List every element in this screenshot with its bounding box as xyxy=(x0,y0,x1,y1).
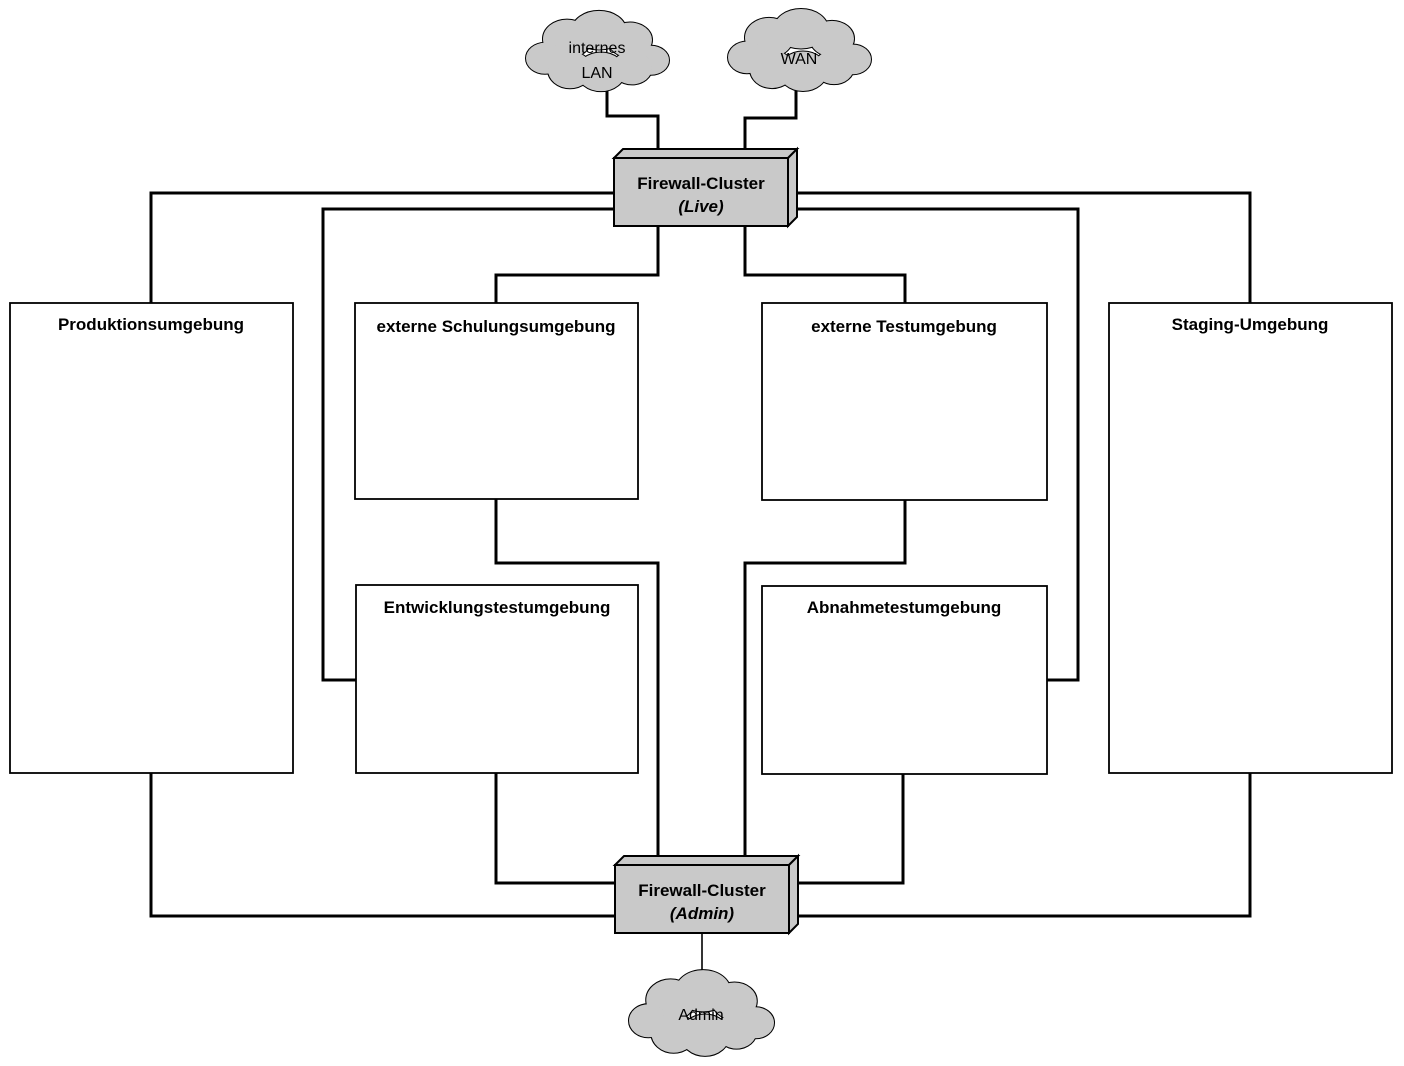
fw-live-title: Firewall-Cluster xyxy=(637,174,765,193)
link-abnahme-to-fw-admin xyxy=(795,774,905,885)
lan-cloud-shape xyxy=(525,9,670,93)
link-fw-live-to-schulung xyxy=(494,222,660,303)
fw-admin-subtitle: (Admin) xyxy=(670,904,735,923)
link-staging-to-fw-admin xyxy=(795,773,1252,918)
connectors xyxy=(149,88,1252,972)
fw-admin-title: Firewall-Cluster xyxy=(638,881,766,900)
env-title-produktion: Produktionsumgebung xyxy=(58,315,244,334)
env-title-staging: Staging-Umgebung xyxy=(1172,315,1329,334)
env-box-schulung xyxy=(354,302,639,500)
lan-cloud-label-line2: LAN xyxy=(581,65,612,82)
cloud-admin: Admin xyxy=(628,969,776,1057)
env-box-test xyxy=(761,302,1048,501)
env-externe-testumgebung: externe Testumgebung xyxy=(761,302,1048,501)
env-abnahmetestumgebung: Abnahmetestumgebung xyxy=(761,585,1048,775)
env-title-entwicklung: Entwicklungstestumgebung xyxy=(384,598,611,617)
firewall-cluster-live: Firewall-Cluster (Live) xyxy=(611,146,800,229)
env-box-produktion xyxy=(9,302,294,774)
fw-admin-top-face xyxy=(612,855,801,866)
link-produktion-to-fw-admin xyxy=(149,773,618,918)
link-lan-to-fw-live xyxy=(605,88,660,162)
env-externe-schulungsumgebung: externe Schulungsumgebung xyxy=(354,302,639,500)
fw-live-front-face xyxy=(613,157,789,227)
link-fw-live-to-produktion xyxy=(149,191,616,303)
link-fw-live-to-staging xyxy=(795,191,1252,303)
link-wan-to-fw-live xyxy=(743,88,798,162)
fw-admin-right-face xyxy=(788,853,799,936)
link-fw-live-to-test xyxy=(743,222,907,303)
lan-cloud-label-line1: internes xyxy=(569,40,626,57)
env-title-schulung: externe Schulungsumgebung xyxy=(377,317,616,336)
env-box-abnahme xyxy=(761,585,1048,775)
fw-admin-front-face xyxy=(614,864,790,934)
cloud-internes-lan: internes LAN xyxy=(525,9,670,93)
link-schulung-to-fw-admin xyxy=(494,499,660,865)
env-staging-umgebung: Staging-Umgebung xyxy=(1108,302,1393,774)
fw-live-subtitle: (Live) xyxy=(678,197,724,216)
env-title-abnahme: Abnahmetestumgebung xyxy=(807,598,1002,617)
env-produktionsumgebung: Produktionsumgebung xyxy=(9,302,294,774)
link-test-to-fw-admin xyxy=(743,500,907,865)
env-entwicklungstestumgebung: Entwicklungstestumgebung xyxy=(355,584,639,774)
firewall-cluster-admin: Firewall-Cluster (Admin) xyxy=(612,853,801,936)
cloud-wan: WAN xyxy=(727,7,872,93)
link-entwicklung-to-fw-admin xyxy=(494,773,618,885)
env-title-test: externe Testumgebung xyxy=(811,317,997,336)
fw-live-right-face xyxy=(787,146,798,229)
admin-cloud-label: Admin xyxy=(678,1007,723,1024)
fw-live-top-face xyxy=(611,148,800,159)
wan-cloud-shape xyxy=(727,7,872,93)
admin-cloud-shape xyxy=(628,969,776,1057)
env-box-entwicklung xyxy=(355,584,639,774)
link-fw-live-to-abnahme xyxy=(795,207,1080,682)
link-fw-live-to-entwicklung xyxy=(321,207,616,682)
env-box-staging xyxy=(1108,302,1393,774)
wan-cloud-label: WAN xyxy=(781,51,818,68)
